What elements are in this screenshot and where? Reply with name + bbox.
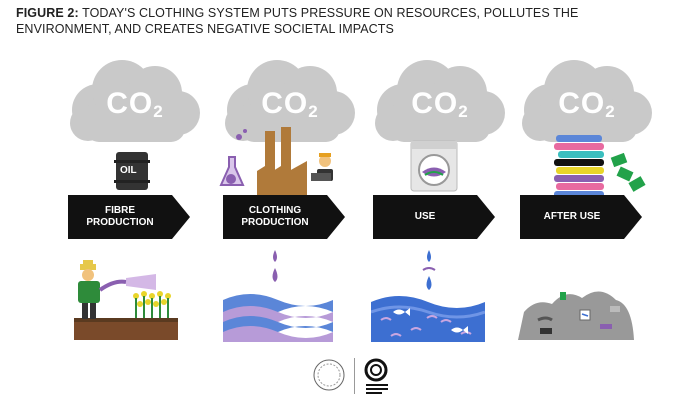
farmer-crops-icon xyxy=(74,260,178,340)
microfibre-water-icon xyxy=(371,250,485,342)
co2-label: CO2 xyxy=(558,87,616,121)
logo-divider xyxy=(354,358,355,394)
stage-label-after-use: AFTER USE xyxy=(543,211,601,222)
landfill-icon xyxy=(518,291,634,340)
circular-fibres-logo-icon xyxy=(313,359,345,391)
figure-caption: TODAY'S CLOTHING SYSTEM PUTS PRESSURE ON… xyxy=(16,6,579,36)
stage-use: CO2 USE xyxy=(365,55,515,350)
polluted-water-icon xyxy=(223,250,333,342)
figure-title: FIGURE 2: TODAY'S CLOTHING SYSTEM PUTS P… xyxy=(16,5,636,37)
clothing-stack-icon xyxy=(554,135,646,198)
foundation-logo-icon xyxy=(364,358,388,394)
stage-arrow-after-use xyxy=(520,195,642,239)
figure-number: FIGURE 2: xyxy=(16,6,79,20)
stage-clothing-production: CO2 CLOTHING PRODUCTION xyxy=(215,55,365,350)
stage-label-use: USE xyxy=(414,211,436,222)
stage-arrow-fibre xyxy=(68,195,190,239)
factory-icon xyxy=(219,127,333,195)
oil-barrel-icon xyxy=(114,152,150,190)
co2-cloud-icon xyxy=(70,60,200,142)
stage-label-fibre: FIBRE PRODUCTION xyxy=(86,205,154,228)
stage-arrow-clothing xyxy=(223,195,345,239)
stage-fibre-production: CO2 OIL FIBRE PRODUCTION xyxy=(60,55,210,350)
washing-machine-icon xyxy=(410,140,458,192)
oil-label: OIL xyxy=(120,165,137,176)
stage-after-use: CO2 AFTER USE xyxy=(512,55,662,350)
co2-label: CO2 xyxy=(411,87,469,121)
stage-arrow-use xyxy=(373,195,495,239)
stage-label-clothing: CLOTHING PRODUCTION xyxy=(241,205,309,228)
co2-cloud-icon xyxy=(375,60,505,142)
co2-label: CO2 xyxy=(106,87,164,121)
co2-cloud-icon xyxy=(522,60,652,142)
co2-label: CO2 xyxy=(261,87,319,121)
